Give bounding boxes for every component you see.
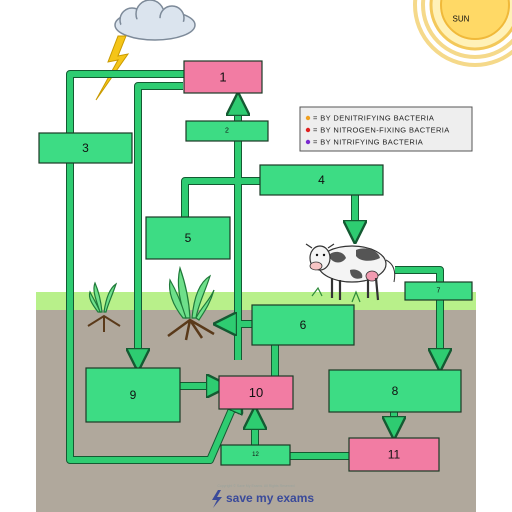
sun-label: SUN [453,15,470,24]
box-12: 12 [220,444,291,466]
box-4-label: 4 [318,173,325,187]
box-9: 9 [85,367,181,423]
box-12-label: 12 [252,452,259,458]
box-4-shape [259,164,384,196]
box-9-shape [85,367,181,423]
box-11: 11 [348,437,440,472]
box-7: 7 [404,281,473,301]
box-10-shape [218,375,294,410]
large-plant-icon [167,265,215,341]
cloud-icon [114,0,196,41]
box-4: 4 [259,164,384,196]
legend-label-3: = BY NITRIFYING BACTERIA [313,138,423,147]
box-3-label: 3 [82,141,89,155]
box-1-shape [183,60,263,94]
box-1-label: 1 [219,70,226,85]
box-3: 3 [38,132,133,164]
connector-lines [66,70,440,464]
sun-icon [413,0,512,67]
box-10: 10 [218,375,294,410]
cow-illustration [305,243,396,303]
box-11-label: 11 [388,448,401,462]
legend-dot-1 [305,115,311,121]
box-1: 1 [183,60,263,94]
box-5-label: 5 [185,231,192,245]
legend-label-2: = BY NITROGEN-FIXING BACTERIA [313,126,450,135]
box-2-label: 2 [225,128,229,135]
box-8-label: 8 [392,384,399,398]
brand-logo: save my exams [212,490,314,508]
box-11-shape [348,437,440,472]
legend-label-1: = BY DENITRIFYING BACTERIA [313,114,434,123]
lightning-bolt-icon [95,35,130,101]
box-8: 8 [328,369,462,413]
lightning-logo-icon [212,490,222,508]
box-7-shape [404,281,473,301]
box-9-label: 9 [130,388,137,402]
box-5: 5 [145,216,231,260]
legend-box [299,106,473,152]
box-2: 2 [185,120,269,142]
box-2-shape [185,120,269,142]
legend-dot-2 [305,127,311,133]
box-8-shape [328,369,462,413]
box-3-shape [38,132,133,164]
grass-strip [36,292,476,310]
copyright-notice: Copyright © Save My Exams. All Rights Re… [217,484,294,488]
brand-name: save my exams [226,491,314,505]
legend-dot-3 [305,139,311,145]
box-6-label: 6 [300,318,307,332]
small-plant-icon [87,281,121,332]
box-5-shape [145,216,231,260]
box-6-shape [251,304,355,346]
box-6: 6 [251,304,355,346]
box-7-label: 7 [437,288,441,295]
legend: = BY DENITRIFYING BACTERIA = BY NITROGEN-… [305,114,450,147]
box-12-shape [220,444,291,466]
box-10-label: 10 [249,385,263,400]
